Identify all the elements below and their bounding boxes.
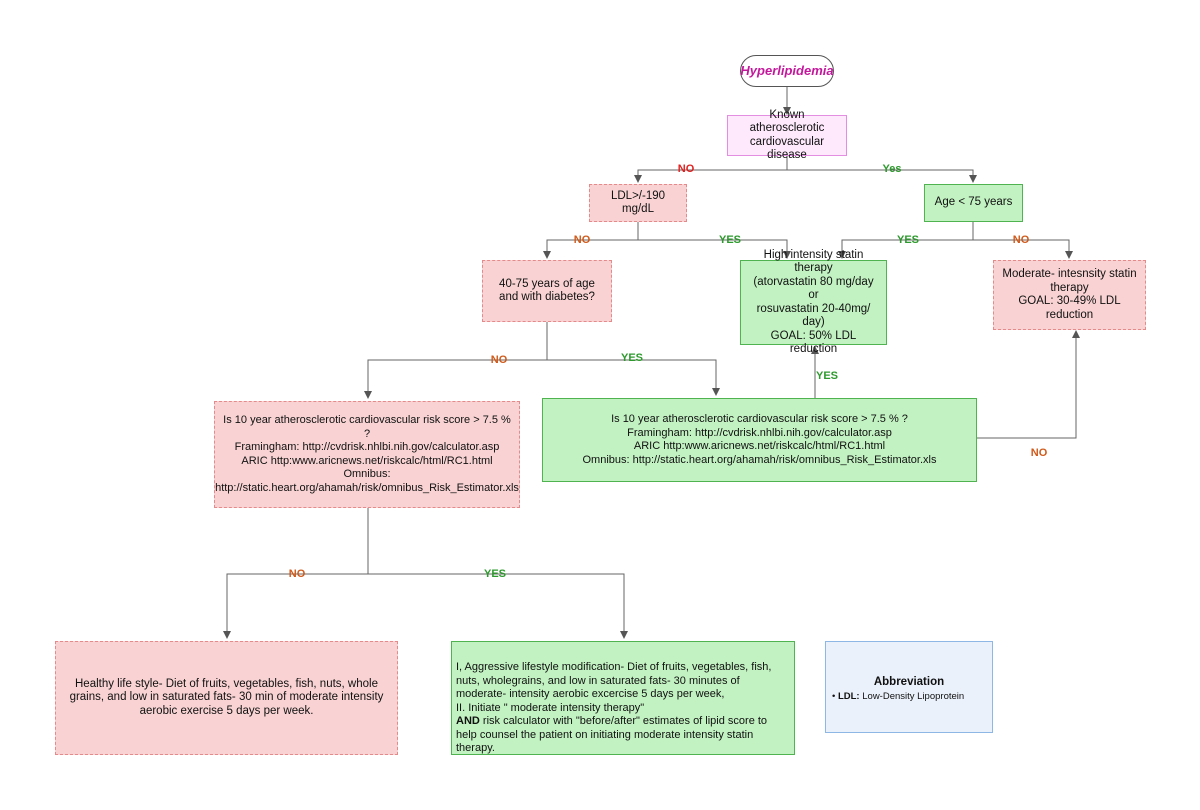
edge-risk-left-yes (368, 573, 628, 639)
age-75-node: Age < 75 years (924, 184, 1023, 222)
edge-ldl-yes (638, 239, 791, 259)
edge-ascvd-branch (634, 156, 788, 183)
aggressive-line-2: II. Initiate " moderate intensity therap… (456, 701, 645, 714)
risk-left-line-3: ARIC http:www.aricnews.net/riskcalc/html… (241, 454, 493, 467)
edge-risk-left-no (223, 508, 369, 639)
risk-right-line-2: Framingham: http://cvdrisk.nhlbi.nih.gov… (627, 426, 892, 439)
healthy-lifestyle-node: Healthy life style- Diet of fruits, vege… (55, 641, 398, 755)
edge-diabetes-no (364, 322, 548, 399)
risk-right-line-3: ARIC http:www.aricnews.net/riskcalc/html… (633, 440, 886, 452)
high-intensity-statin-node: High intensity statin therapy (atorvasta… (740, 249, 887, 355)
aggressive-and: AND (456, 715, 480, 727)
edge-risk-right-no (977, 330, 1080, 439)
moderate-intensity-statin-node: Moderate- intesnsity statin therapy GOAL… (993, 260, 1146, 330)
edge-age-yes (838, 222, 974, 259)
label-no-age: NO (1012, 234, 1030, 246)
edge-ldl-no (543, 222, 639, 259)
ldl-190-node: LDL>/-190 mg/dL (589, 184, 687, 222)
start-node-hyperlipidemia: Hyperlipidemia (740, 55, 834, 87)
label-no-ascvd: NO (677, 163, 695, 175)
label-yes-risk-left: YES (483, 568, 507, 580)
aggressive-line-3-text: risk calculator with "before/after" esti… (456, 715, 768, 754)
diabetes-text: 40-75 years of age and with diabetes? (499, 277, 595, 304)
aggressive-modification-node: I, Aggressive lifestyle modification- Di… (451, 641, 795, 755)
moderate-statin-line-1: Moderate- intesnsity statin (1002, 268, 1137, 280)
edge-age-no (973, 239, 1073, 259)
high-statin-line-3: rosuvastatin 20-40mg/ day) (756, 302, 871, 329)
label-no-diabetes: NO (490, 354, 508, 366)
ascvd-text: Known atherosclerotic cardiovascular dis… (749, 108, 825, 162)
edge-diabetes-yes (547, 359, 720, 396)
high-statin-line-2: (atorvastatin 80 mg/day or (753, 275, 874, 302)
moderate-statin-line-3: GOAL: 30-49% LDL reduction (1018, 295, 1121, 321)
high-statin-line-4: GOAL: 50% LDL reduction (770, 329, 857, 356)
risk-right-line-1: Is 10 year atherosclerotic cardiovascula… (611, 413, 908, 425)
label-yes-ascvd: Yes (882, 163, 902, 175)
risk-left-line-4: Omnibus: (343, 468, 391, 480)
risk-score-left-node: Is 10 year atherosclerotic cardiovascula… (214, 401, 520, 508)
start-label: Hyperlipidemia (740, 63, 834, 79)
high-statin-line-1: High intensity statin therapy (763, 248, 864, 275)
diabetes-node: 40-75 years of age and with diabetes? (482, 260, 612, 322)
label-no-risk-right: NO (1030, 447, 1048, 459)
abbreviation-title: Abbreviation (873, 676, 945, 688)
label-yes-diabetes: YES (620, 352, 644, 364)
label-yes-age: YES (896, 234, 920, 246)
risk-left-line-2: Framingham: http://cvdrisk.nhlbi.nih.gov… (234, 441, 500, 453)
label-no-risk-left: NO (288, 568, 306, 580)
edge-ascvd-yes (787, 169, 977, 183)
abbreviation-term: LDL: (837, 690, 860, 702)
aggressive-line-1: I, Aggressive lifestyle modification- Di… (456, 661, 772, 700)
risk-right-line-4: Omnibus: http://static.heart.org/ahamah/… (582, 453, 937, 466)
label-no-ldl: NO (573, 234, 591, 246)
abbreviation-item: • LDL: Low-Density Lipoprotein (832, 690, 964, 704)
aggressive-line-3: AND risk calculator with "before/after" … (456, 715, 790, 756)
label-yes-risk-right: YES (815, 370, 839, 382)
abbreviation-definition: Low-Density Lipoprotein (859, 690, 965, 702)
moderate-statin-line-2: therapy (1050, 281, 1089, 294)
ascvd-node: Known atherosclerotic cardiovascular dis… (727, 109, 847, 161)
abbreviation-box: Abbreviation • LDL: Low-Density Lipoprot… (825, 641, 993, 733)
risk-left-line-5: http://static.heart.org/ahamah/risk/omni… (215, 481, 519, 494)
risk-score-right-node: Is 10 year atherosclerotic cardiovascula… (542, 398, 977, 482)
ldl-190-text: LDL>/-190 mg/dL (610, 189, 666, 216)
age-75-text: Age < 75 years (934, 196, 1013, 209)
risk-left-line-1: Is 10 year atherosclerotic cardiovascula… (223, 414, 511, 440)
label-yes-ldl: YES (718, 234, 742, 246)
healthy-lifestyle-text: Healthy life style- Diet of fruits, vege… (69, 677, 384, 717)
bullet-icon: • (832, 690, 836, 702)
